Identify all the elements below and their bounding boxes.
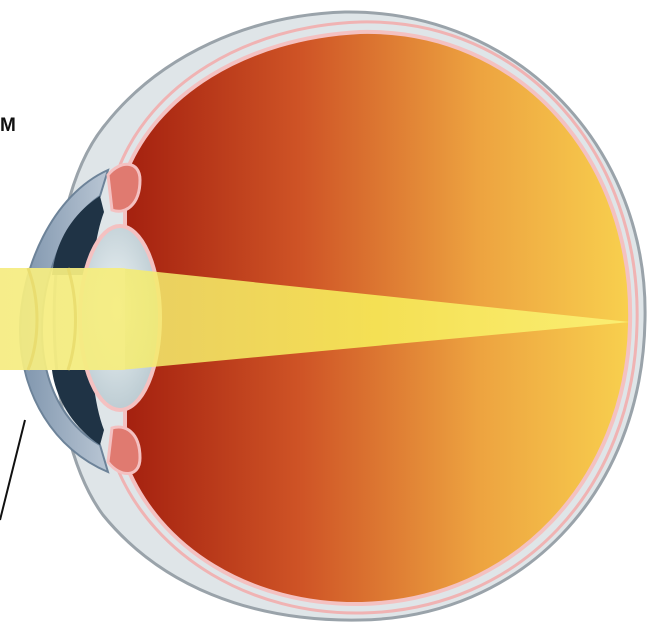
pointer-line bbox=[0, 420, 25, 520]
label-fragment: M bbox=[0, 115, 16, 136]
